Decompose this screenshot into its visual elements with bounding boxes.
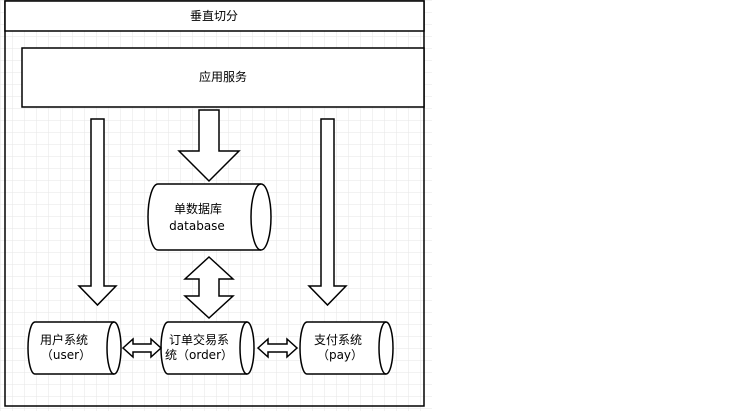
arrow-app-to-pay <box>307 118 348 307</box>
database-cylinder <box>147 183 272 251</box>
arrow-user-to-order <box>121 337 163 359</box>
arrow-app-to-user <box>77 118 118 307</box>
order-system-label-line2: 统（order） <box>165 348 233 362</box>
frame-title: 垂直切分 <box>190 9 238 23</box>
app-service-label: 应用服务 <box>199 69 247 84</box>
order-system-cylinder <box>160 321 255 375</box>
database-label-line1: 单数据库 <box>174 201 222 216</box>
pay-system-cylinder <box>299 321 394 375</box>
app-service-box <box>21 47 425 108</box>
user-system-label-line2: （user） <box>41 348 91 362</box>
arrow-database-to-order <box>183 255 235 320</box>
user-system-cylinder <box>27 321 122 375</box>
frame-title-bar <box>4 0 425 32</box>
arrow-order-to-pay <box>256 337 299 359</box>
pay-system-label-line2: （pay） <box>317 348 363 362</box>
arrow-app-to-database <box>177 109 241 183</box>
user-system-label-line1: 用户系统 <box>40 332 88 347</box>
database-label-line2: database <box>169 219 225 233</box>
order-system-label-line1: 订单交易系 <box>169 332 229 347</box>
pay-system-label-line1: 支付系统 <box>314 333 362 347</box>
